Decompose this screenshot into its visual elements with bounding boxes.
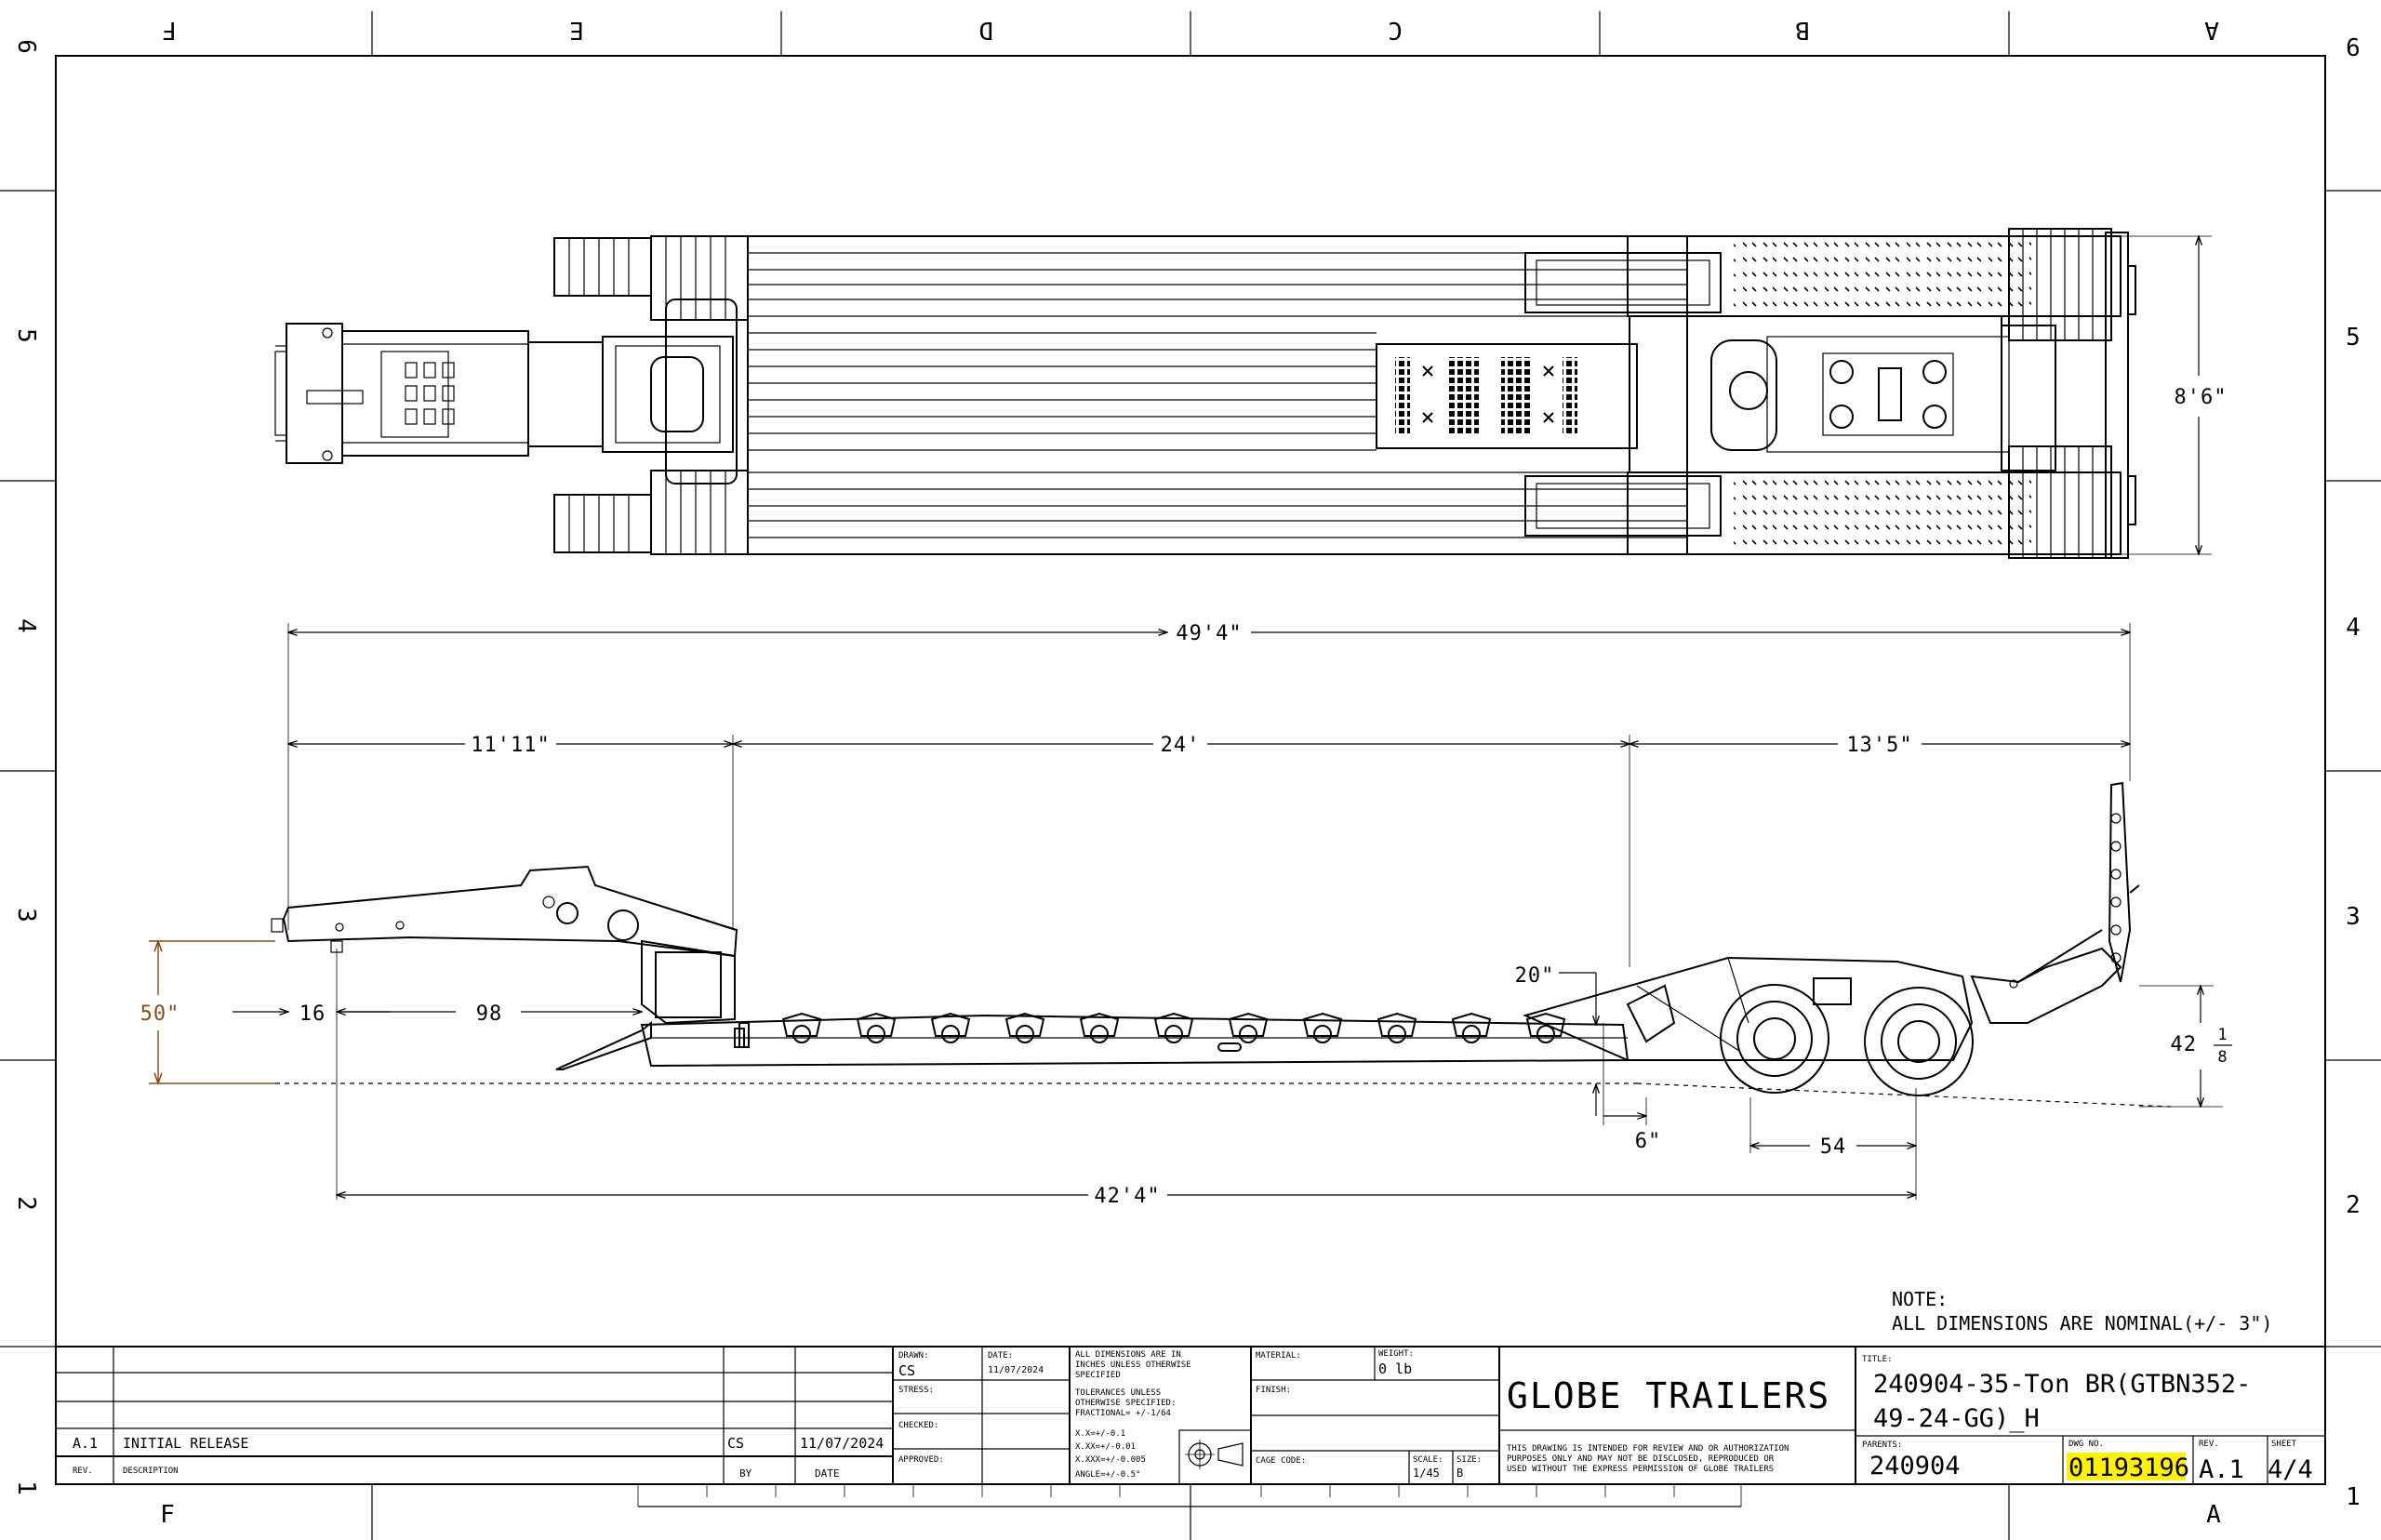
header-by: BY — [739, 1467, 752, 1480]
dwg-no-highlight — [2067, 1453, 2186, 1480]
zone-row-right: 3 — [2346, 903, 2361, 931]
trailer-side-view — [271, 781, 2172, 1108]
cage-code-label: CAGE CODE: — [1256, 1456, 1306, 1466]
tolerance-line: INCHES UNLESS OTHERWISE — [1075, 1361, 1191, 1370]
dim-axle-spread: 54 — [1820, 1135, 1847, 1159]
zone-col-top: E — [569, 16, 584, 44]
dim-overall-length: 49'4" — [1176, 622, 1242, 645]
note-text: ALL DIMENSIONS ARE NOMINAL(+/- 3") — [1892, 1312, 2272, 1334]
zone-row-right: 6 — [2346, 34, 2361, 62]
zone-col-top: C — [1388, 16, 1403, 44]
zone-row-left: 4 — [12, 618, 40, 633]
tolerance-line: X.XXX=+/-0.005 — [1075, 1455, 1146, 1465]
zone-row-left: 1 — [12, 1480, 40, 1495]
date-label: DATE: — [988, 1351, 1013, 1361]
parents-value: 240904 — [1869, 1452, 1961, 1480]
weight-label: WEIGHT: — [1378, 1349, 1414, 1359]
zone-row-left: 6 — [12, 39, 40, 54]
sheet-label: SHEET — [2271, 1440, 2297, 1449]
zone-row-right: 2 — [2346, 1191, 2361, 1219]
zone-col-top: F — [162, 16, 177, 44]
zone-row-left: 2 — [12, 1196, 40, 1211]
trailer-top-view — [274, 228, 2136, 559]
tolerance-line: OTHERWISE SPECIFIED: — [1075, 1399, 1176, 1408]
zone-col-top: B — [1795, 16, 1810, 44]
header-rev: REV. — [73, 1467, 93, 1476]
header-description: DESCRIPTION — [123, 1467, 179, 1476]
title-block: A.1 INITIAL RELEASE CS 11/07/2024 REV. D… — [55, 1346, 2326, 1485]
header-date: DATE — [815, 1467, 840, 1480]
zone-col-bottom: F — [160, 1501, 175, 1529]
zone-row-right: 1 — [2346, 1483, 2361, 1511]
zone-row-right: 4 — [2346, 614, 2361, 642]
dwg-no-value: 01193196 — [2068, 1454, 2189, 1482]
revision-rev: A.1 — [73, 1435, 98, 1452]
note: NOTE: ALL DIMENSIONS ARE NOMINAL(+/- 3") — [1892, 1288, 2272, 1334]
checked-label: CHECKED: — [898, 1421, 938, 1430]
weight-value: 0 lb — [1378, 1361, 1412, 1377]
dim-rear-height-denominator: 8 — [2217, 1048, 2228, 1067]
tolerance-line: X.X=+/-0.1 — [1075, 1429, 1125, 1439]
material-label: MATERIAL: — [1256, 1351, 1301, 1361]
drawn-label: DRAWN: — [898, 1351, 929, 1361]
tolerance-line: ALL DIMENSIONS ARE IN — [1075, 1350, 1181, 1360]
approved-label: APPROVED: — [898, 1455, 944, 1465]
zone-col-top: A — [2204, 16, 2219, 44]
tolerance-line: TOLERANCES UNLESS — [1075, 1388, 1161, 1398]
title-label: TITLE: — [1862, 1355, 1893, 1364]
sheet-value: 4/4 — [2268, 1455, 2313, 1484]
dim-axle-offset: 6" — [1635, 1130, 1662, 1153]
size-value: B — [1457, 1467, 1463, 1480]
dim-kingpin-to-axle: 42'4" — [1094, 1185, 1160, 1208]
tolerance-line: ANGLE=+/-0.5° — [1075, 1470, 1140, 1480]
company-name: GLOBE TRAILERS — [1507, 1375, 1830, 1416]
scale-value: 1/45 — [1413, 1467, 1440, 1480]
dim-kingpin-to-hinge: 98 — [476, 1002, 503, 1026]
dim-deck: 24' — [1161, 734, 1201, 757]
tolerance-line: SPECIFIED — [1075, 1371, 1121, 1380]
title-line-1: 240904-35-Ton BR(GTBN352- — [1873, 1370, 2251, 1399]
zone-col-top: D — [978, 16, 993, 44]
revision-date: 11/07/2024 — [800, 1435, 884, 1452]
finish-label: FINISH: — [1256, 1386, 1291, 1395]
dim-kingpin-setback: 16 — [299, 1002, 326, 1026]
dim-rear-height-numerator: 1 — [2217, 1026, 2228, 1044]
parents-label: PARENTS: — [1862, 1440, 1902, 1450]
disclaimer-line: THIS DRAWING IS INTENDED FOR REVIEW AND … — [1507, 1444, 1789, 1454]
disclaimer-line: PURPOSES ONLY AND MAY NOT BE DISCLOSED, … — [1507, 1454, 1775, 1464]
zone-labels: F E D C B A F A 6 5 4 3 2 1 6 5 4 3 2 1 — [12, 16, 2361, 1529]
tolerance-line: FRACTIONAL= +/-1/64 — [1075, 1409, 1171, 1418]
rev-label: REV. — [2199, 1440, 2219, 1449]
revision-description: INITIAL RELEASE — [123, 1435, 248, 1452]
rev-value: A.1 — [2199, 1455, 2244, 1484]
dim-gooseneck: 11'11" — [471, 734, 550, 757]
dim-height-front: 50" — [140, 1002, 180, 1026]
note-title: NOTE: — [1892, 1288, 1948, 1310]
date-value: 11/07/2024 — [988, 1365, 1044, 1375]
revision-by: CS — [727, 1435, 744, 1452]
third-angle-projection-icon — [1185, 1440, 1244, 1469]
dim-deck-height-rear: 20" — [1515, 964, 1555, 988]
dim-rear: 13'5" — [1846, 734, 1912, 757]
zone-col-bottom: A — [2206, 1501, 2221, 1529]
size-label: SIZE: — [1457, 1455, 1482, 1465]
scale-label: SCALE: — [1413, 1455, 1443, 1465]
disclaimer-line: USED WITHOUT THE EXPRESS PERMISSION OF G… — [1507, 1465, 1774, 1474]
dimension-labels: 49'4" 11'11" 24' 13'5" 8'6" 50" 16 98 20… — [140, 386, 2232, 1208]
dwg-no-label: DWG NO. — [2068, 1440, 2104, 1449]
zone-row-right: 5 — [2346, 324, 2361, 352]
dim-width: 8'6" — [2175, 386, 2228, 409]
title-line-2: 49-24-GG)_H — [1873, 1404, 2040, 1433]
tolerance-line: X.XX=+/-0.01 — [1075, 1442, 1136, 1452]
dimension-lines — [149, 236, 2223, 1200]
zone-row-left: 5 — [12, 328, 40, 343]
dim-rear-height: 42 — [2171, 1033, 2198, 1056]
drawn-value: CS — [898, 1362, 915, 1379]
stress-label: STRESS: — [898, 1386, 934, 1395]
zone-row-left: 3 — [12, 908, 40, 923]
